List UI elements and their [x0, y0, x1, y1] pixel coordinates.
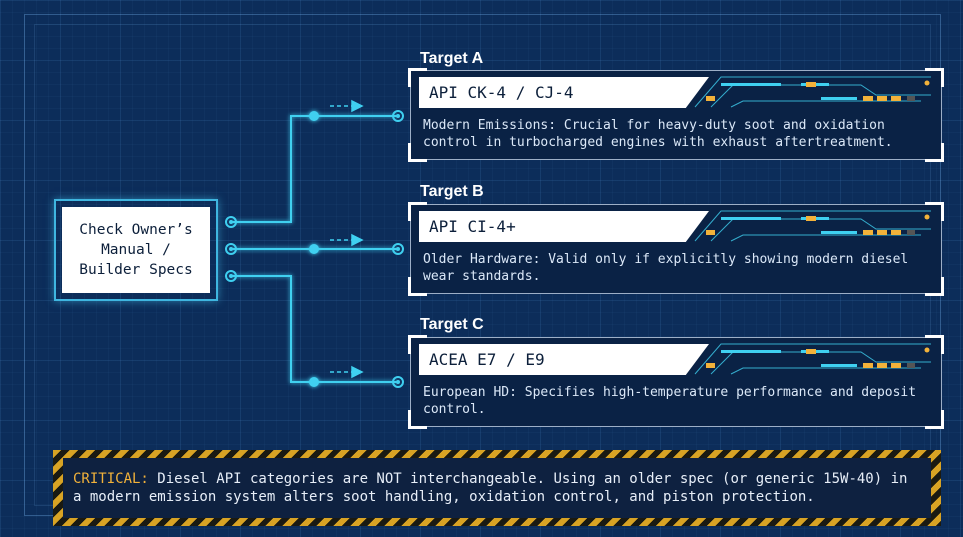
arrow-icon-a: [330, 99, 364, 113]
source-port-c: [225, 270, 237, 282]
wire-to-target-a: [230, 115, 398, 223]
source-port-b: [225, 243, 237, 255]
target-c-description: European HD: Specifies high-temperature …: [423, 385, 917, 417]
wire-to-target-c: [230, 275, 398, 383]
warning-content: CRITICAL: Diesel API categories are NOT …: [63, 458, 931, 518]
arrow-icon-c: [330, 365, 364, 379]
tech-decoration-icon: [694, 210, 931, 242]
critical-warning-banner: CRITICAL: Diesel API categories are NOT …: [53, 450, 941, 526]
warning-prefix: CRITICAL:: [73, 471, 149, 487]
node-dot-a: [309, 111, 319, 121]
target-a-label: Target A: [420, 50, 484, 67]
arrow-icon-b: [330, 233, 364, 247]
tech-decoration-icon: [694, 343, 931, 375]
target-b-description: Older Hardware: Valid only if explicitly…: [423, 252, 909, 284]
warning-body: Diesel API categories are NOT interchang…: [73, 471, 908, 505]
target-a-spec: API CK-4 / CJ-4: [419, 77, 709, 108]
source-node: Check Owner’s Manual / Builder Specs: [54, 199, 218, 301]
target-c-spec: ACEA E7 / E9: [419, 344, 709, 375]
target-b-label: Target B: [420, 183, 484, 200]
target-c-card: ACEA E7 / E9 European HD: Specifies high…: [408, 335, 944, 429]
target-a-description: Modern Emissions: Crucial for heavy-duty…: [423, 118, 893, 150]
target-port-a: [392, 110, 404, 122]
target-b-spec: API CI-4+: [419, 211, 709, 242]
target-c-label: Target C: [420, 316, 484, 333]
node-dot-b: [309, 244, 319, 254]
source-port-a: [225, 216, 237, 228]
source-label: Check Owner’s Manual / Builder Specs: [62, 207, 210, 293]
target-port-b: [392, 243, 404, 255]
target-a-card: API CK-4 / CJ-4 Modern Emissions: Crucia…: [408, 68, 944, 162]
tech-decoration-icon: [694, 76, 931, 108]
warning-text: CRITICAL: Diesel API categories are NOT …: [73, 470, 921, 506]
target-b-card: API CI-4+ Older Hardware: Valid only if …: [408, 202, 944, 296]
node-dot-c: [309, 377, 319, 387]
target-port-c: [392, 376, 404, 388]
